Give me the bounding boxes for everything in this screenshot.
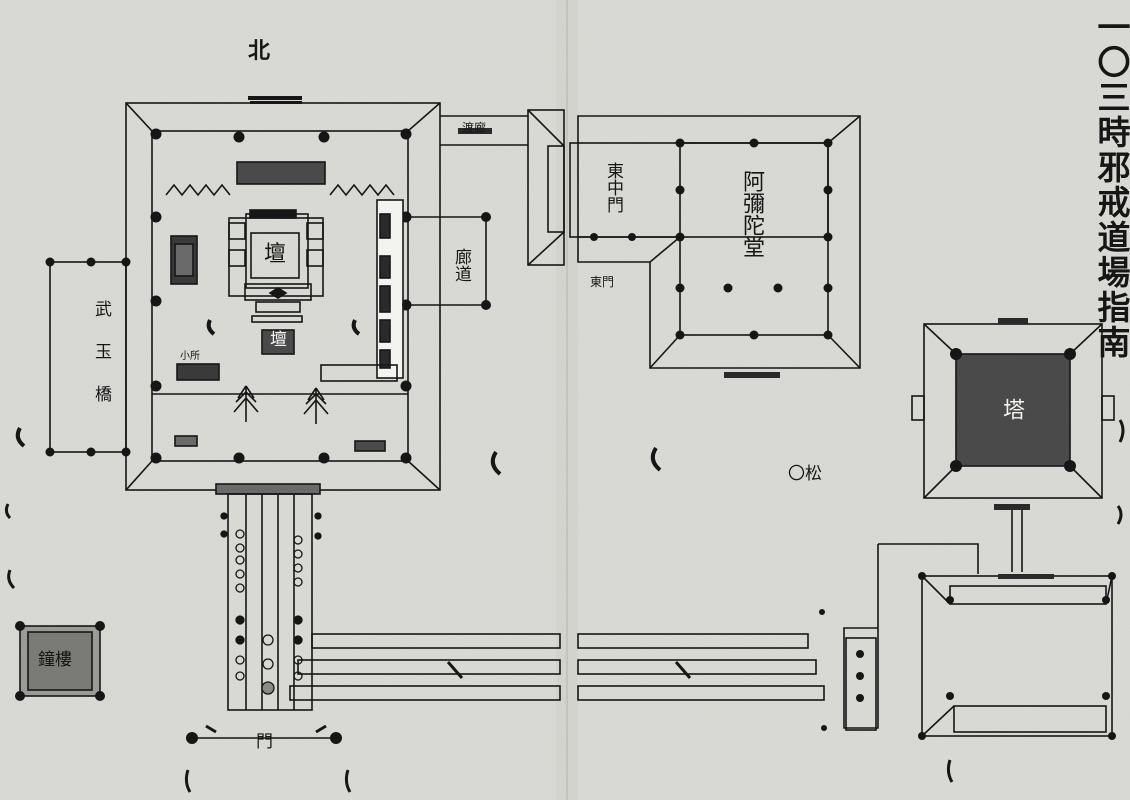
right-corridor — [408, 216, 487, 306]
left-hall-label: 武 玉 橋 — [91, 300, 111, 412]
pagoda-label: 塔 — [999, 398, 1024, 420]
small-office — [176, 363, 220, 381]
long-benches — [289, 633, 825, 701]
pine-label: 〇松 — [788, 464, 822, 484]
bell-tower — [19, 625, 101, 697]
central-altar-group — [228, 209, 324, 355]
east-gatehouse — [527, 109, 565, 266]
pagoda — [911, 323, 1115, 499]
south-approach — [215, 483, 321, 711]
page-title: 一〇三時邪戒道場指南 — [1092, 10, 1130, 360]
right-corridor-label: 廊道 — [451, 248, 471, 282]
approach-markers — [220, 512, 322, 695]
main-altar-label: 壇 — [264, 242, 287, 267]
mountain-scribble — [165, 183, 231, 197]
east-gate-label: 東中門 — [603, 162, 623, 213]
connector-lines — [843, 543, 979, 729]
top-corridor-label: 渡廊 — [462, 121, 487, 135]
shelf-bar — [320, 364, 398, 382]
north-steps — [248, 96, 302, 104]
small-office-label: 小所 — [180, 351, 200, 362]
gate-label: 門 — [256, 732, 273, 752]
north-label: 北 — [248, 38, 271, 64]
plant-sketch-left — [233, 385, 259, 422]
east-hall-label: 阿彌陀堂 — [739, 170, 764, 258]
east-tablets — [376, 199, 404, 379]
plant-sketch-right — [303, 387, 329, 424]
side-gate-label: 東門 — [590, 275, 615, 289]
lower-altar-label: 壇 — [270, 330, 287, 350]
bell-tower-label: 鐘樓 — [38, 650, 72, 670]
north-plaque — [236, 161, 326, 185]
